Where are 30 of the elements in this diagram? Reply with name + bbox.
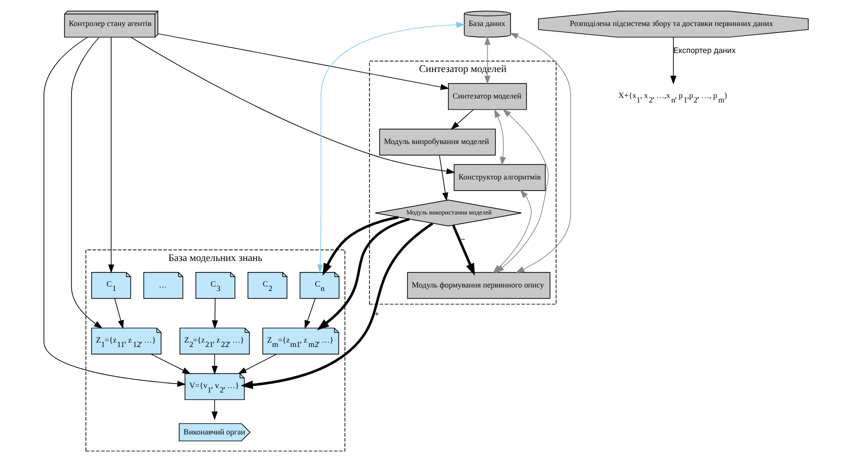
node-box: Модуль формування первинного опису — [407, 272, 550, 299]
arrow — [108, 37, 114, 274]
arrow — [71, 36, 103, 329]
arrow — [130, 36, 456, 174]
arrow — [510, 32, 571, 273]
arrow — [439, 154, 448, 202]
arrow — [452, 224, 475, 276]
arrow — [212, 400, 218, 420]
arrow — [212, 354, 218, 375]
edge-label: − — [460, 234, 466, 244]
node-box: Модуль випробування моделей — [379, 128, 496, 156]
arrow — [114, 298, 124, 329]
arrow — [238, 354, 277, 374]
node-box: Конструктор алгоритмів — [454, 164, 546, 191]
edge-label: Експортер даних — [673, 46, 736, 55]
arrow — [494, 108, 506, 166]
arrow — [150, 354, 191, 374]
arrow — [670, 36, 676, 84]
arrow — [158, 33, 450, 90]
arrow — [450, 109, 474, 130]
arrow — [317, 22, 466, 274]
arrow — [44, 36, 186, 387]
edge-label: + — [374, 309, 380, 318]
arrow — [316, 218, 410, 330]
arrow — [484, 36, 490, 84]
arrow — [322, 216, 399, 276]
arrow — [240, 222, 434, 390]
arrow — [212, 298, 218, 329]
arrow — [304, 298, 316, 329]
node-box: Синтезатор моделей — [448, 83, 527, 110]
